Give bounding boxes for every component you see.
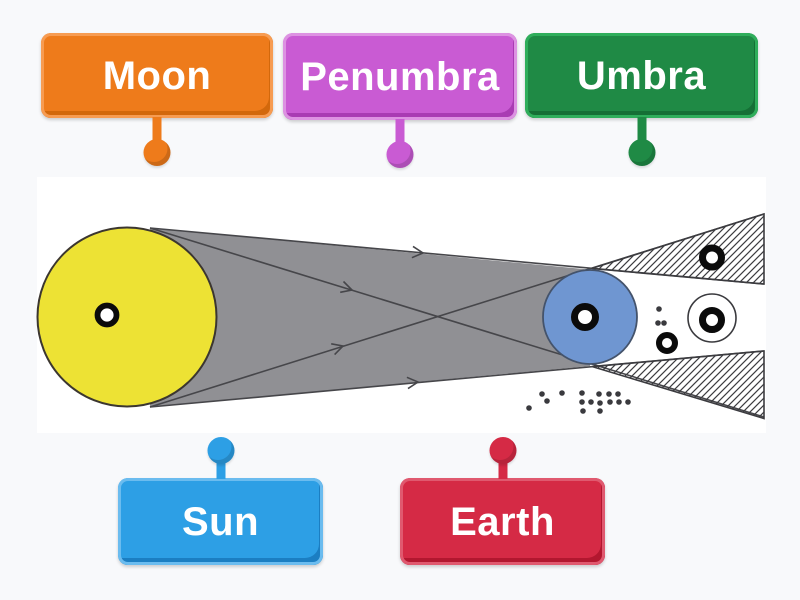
label-box[interactable]: Earth [400,478,605,565]
pin-stem [395,119,405,146]
label-chip-sun[interactable]: Sun [118,437,323,565]
braille-dots [526,390,631,414]
label-box[interactable]: Moon [41,33,273,118]
target-marker-earth[interactable] [571,303,599,331]
pin-ball[interactable] [143,139,171,166]
label-box[interactable]: Sun [118,478,323,565]
label-box[interactable]: Penumbra [283,33,517,120]
pin-ball[interactable] [628,139,655,166]
pin-stem [216,452,225,479]
pin-stem [498,452,507,479]
label-text: Umbra [576,53,707,98]
pin-ball[interactable] [489,437,516,464]
label-text: Sun [181,499,260,544]
pin-ball[interactable] [386,141,414,168]
target-marker-moon[interactable] [656,332,678,354]
label-chip-earth[interactable]: Earth [400,437,605,565]
label-text: Earth [450,499,555,544]
pin-stem [637,117,646,144]
bottom-hatched-wedge [591,350,765,420]
target-marker-penumbra[interactable] [699,244,725,271]
label-box[interactable]: Umbra [525,33,758,118]
shadow-cone [150,228,594,407]
label-chip-moon[interactable]: Moon [41,33,273,166]
label-chip-umbra[interactable]: Umbra [525,33,758,166]
target-marker-sun[interactable] [94,302,120,328]
dot-cluster [655,306,667,326]
pin-ball[interactable] [207,437,234,464]
target-marker-umbra[interactable] [699,307,725,333]
ray-arrowheads [331,245,425,390]
pin-stem [152,117,162,144]
label-text: Penumbra [300,54,500,99]
moon-position-ring [687,293,737,343]
sun-circle [36,226,218,408]
label-text: Moon [102,53,212,98]
label-chip-penumbra[interactable]: Penumbra [283,33,517,168]
